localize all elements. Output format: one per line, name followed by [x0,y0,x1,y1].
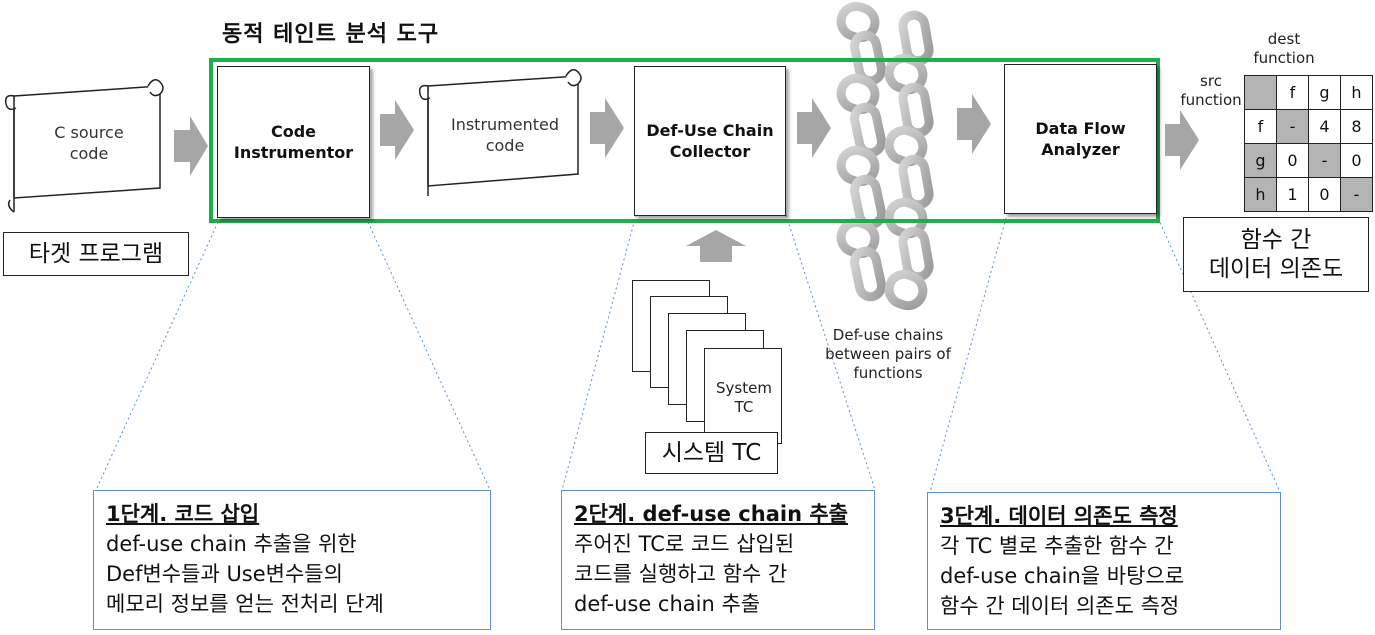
chain-link [884,197,928,239]
step-3-line: def-use chain을 바탕으로 [940,564,1185,588]
matrix-cell: 4 [1308,109,1341,144]
guide-lines [95,214,1281,493]
data-flow-analyzer-box: Data Flow Analyzer [1004,64,1157,214]
step-2-line: def-use chain 추출 [574,592,761,616]
chain-link [884,125,928,167]
system-tc-card-text: System TC [716,379,772,416]
instrumented-code-scroll [418,69,582,196]
c-source-label: C source code [54,123,124,163]
target-program-label: 타겟 프로그램 [3,232,189,276]
step-1-line: Def변수들과 Use변수들의 [106,562,343,586]
matrix-row-header: f [1244,109,1277,144]
matrix-col-header: g [1308,75,1341,110]
chain-link [850,246,886,302]
flow-arrows [174,94,1199,262]
src-function-label: src function [1180,72,1242,109]
matrix-cell: 0 [1340,143,1373,178]
step-2-line: 코드를 실행하고 함수 간 [574,562,788,586]
matrix-col-header: f [1276,75,1309,110]
matrix-header-row: f g h [1244,75,1373,110]
chain-link [836,217,880,259]
chain-link [836,73,880,115]
step-1-title: 1단계. 코드 삽입 [106,502,260,526]
matrix-row-header: h [1244,177,1277,212]
step-1-box: 1단계. 코드 삽입 def-use chain 추출을 위한 Def변수들과 … [93,490,491,630]
system-tc-label: 시스템 TC [645,432,778,474]
matrix-cell: - [1276,109,1309,144]
matrix-cell: - [1308,143,1341,178]
matrix-corner [1244,75,1277,110]
step-3-title: 3단계. 데이터 의존도 측정 [940,504,1178,528]
step-1-line: def-use chain 추출을 위한 [106,532,357,556]
step-3-line: 함수 간 데이터 의존도 측정 [940,594,1180,618]
matrix-row-header: g [1244,143,1277,178]
matrix-cell: - [1340,177,1373,212]
chain-link [836,145,880,187]
instrumented-code-label: Instrumented code [450,115,560,155]
matrix-cell: 8 [1340,109,1373,144]
step-3-line: 각 TC 별로 추출한 함수 간 [940,534,1174,558]
step-2-box: 2단계. def-use chain 추출 주어진 TC로 코드 삽입된 코드를… [561,490,875,630]
step-2-line: 주어진 TC로 코드 삽입된 [574,532,795,556]
step-1-line: 메모리 정보를 얻는 전처리 단계 [106,592,384,616]
function-dependency-label: 함수 간 데이터 의존도 [1183,217,1369,292]
matrix-cell: 0 [1308,177,1341,212]
chains-caption: Def-use chains between pairs of function… [825,326,951,382]
chain-link [836,1,880,43]
tc-card-front: System TC [704,348,782,444]
tool-title: 동적 테인트 분석 도구 [222,22,440,47]
matrix-row: f - 4 8 [1244,109,1373,144]
tool-boundary [209,58,1160,223]
def-use-chain-collector-box: Def-Use Chain Collector [634,66,786,216]
matrix-cell: 0 [1276,143,1309,178]
dependency-matrix: f g h f - 4 8 g 0 - 0 h 1 0 - [1244,75,1373,212]
step-2-title: 2단계. def-use chain 추출 [574,502,848,526]
matrix-cell: 1 [1276,177,1309,212]
code-instrumentor-box: Code Instrumentor [217,66,370,218]
step-3-box: 3단계. 데이터 의존도 측정 각 TC 별로 추출한 함수 간 def-use… [927,492,1281,630]
matrix-row: g 0 - 0 [1244,143,1373,178]
chain-illustration [836,1,934,311]
chain-link [884,269,928,311]
c-source-scroll [4,79,164,213]
matrix-col-header: h [1340,75,1373,110]
matrix-row: h 1 0 - [1244,177,1373,212]
dest-function-label: dest function [1253,30,1315,67]
